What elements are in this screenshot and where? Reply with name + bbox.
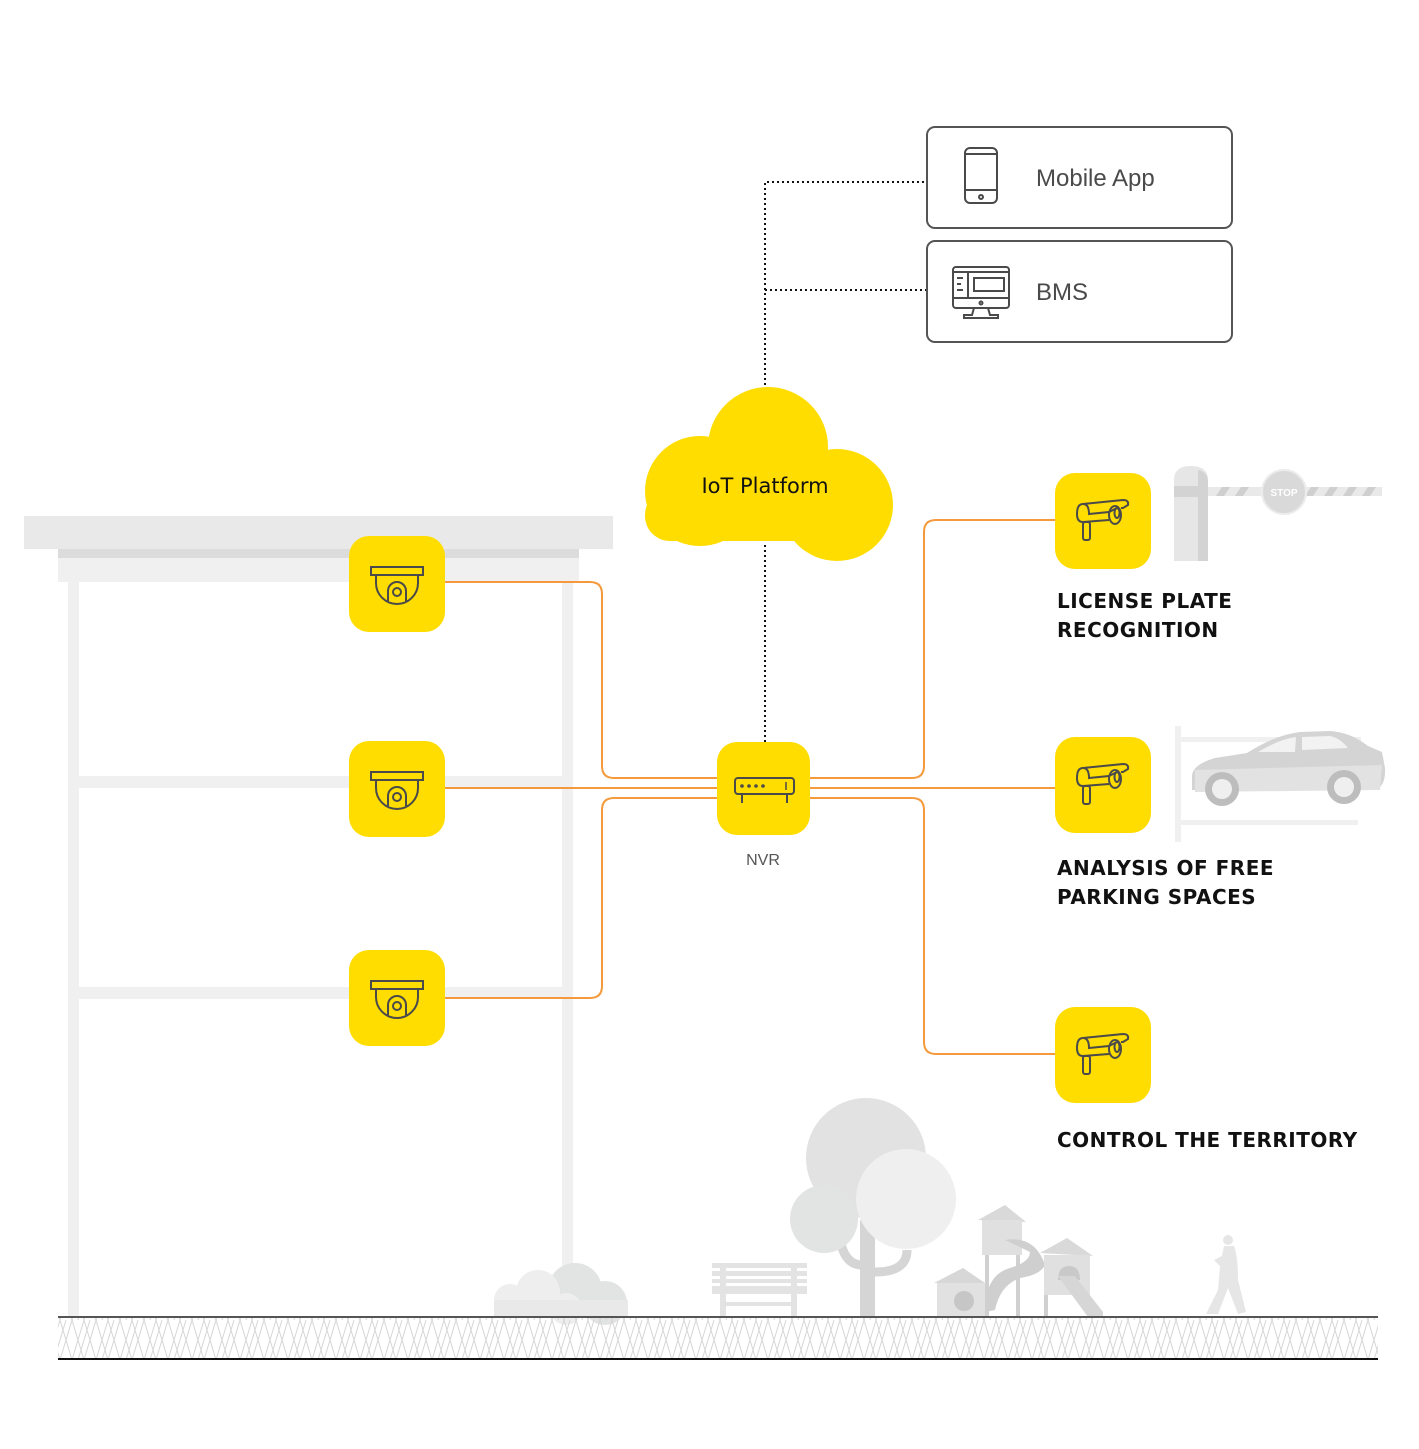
nvr-recorder-icon: [734, 777, 795, 803]
feature-parking-spaces[interactable]: ANALYSIS OF FREE PARKING SPACES: [1055, 737, 1274, 909]
pedestrian-illustration: [1206, 1235, 1246, 1314]
iot-platform-cloud[interactable]: IoT Platform: [645, 387, 893, 561]
building-roof: [24, 516, 613, 549]
mobile-app-label: Mobile App: [1036, 165, 1155, 192]
parked-car-illustration: [1175, 726, 1386, 842]
stop-sign-text: STOP: [1270, 488, 1297, 499]
client-mobile-app[interactable]: Mobile App: [926, 126, 1233, 229]
nvr-device[interactable]: NVR: [717, 742, 810, 869]
bush-illustration: [494, 1263, 628, 1325]
mobile-app-box[interactable]: [926, 126, 1233, 229]
cloud-icon: [645, 387, 893, 561]
feature-title: CONTROL THE TERRITORY: [1057, 1128, 1358, 1152]
park-scenery: [494, 1098, 1246, 1325]
wire-camera-3: [445, 797, 717, 999]
iot-platform-label: IoT Platform: [701, 474, 828, 498]
monitor-icon: [952, 266, 1010, 319]
feature-title-line1: ANALYSIS OF FREE: [1057, 856, 1274, 880]
feature-title-line1: LICENSE PLATE: [1057, 589, 1232, 613]
orange-wires: [445, 519, 1056, 1055]
dome-camera-2[interactable]: [349, 741, 445, 837]
client-bms[interactable]: BMS: [926, 240, 1233, 343]
feature-license-plate[interactable]: LICENSE PLATE RECOGNITION: [1055, 473, 1232, 642]
building-roof-shadow: [58, 549, 579, 558]
bms-label: BMS: [1036, 279, 1088, 306]
dome-camera-1[interactable]: [349, 536, 445, 632]
bench-illustration: [712, 1263, 807, 1317]
tree-illustration: [790, 1098, 956, 1317]
wire-territory-camera: [810, 797, 1056, 1055]
link-cloud-mobile: [764, 181, 926, 390]
building-beam: [58, 558, 579, 582]
dome-camera-3[interactable]: [349, 950, 445, 1046]
ground-texture: [58, 1318, 1378, 1359]
wire-camera-1: [445, 581, 717, 779]
feature-title-line2: PARKING SPACES: [1057, 885, 1256, 909]
parking-building: [24, 516, 613, 1317]
building-floor-2: [79, 776, 562, 788]
ground: [58, 1316, 1378, 1360]
nvr-label: NVR: [746, 852, 780, 869]
building-column-left: [68, 582, 79, 1317]
wire-lpr-camera: [810, 519, 1056, 779]
feature-title-line2: RECOGNITION: [1057, 618, 1219, 642]
feature-control-territory[interactable]: CONTROL THE TERRITORY: [1055, 1007, 1358, 1152]
playground-illustration: [934, 1205, 1103, 1317]
building-column-right: [562, 582, 573, 1317]
smartphone-icon: [964, 147, 998, 204]
barrier-gate-illustration: STOP: [1174, 466, 1382, 561]
dotted-links: [764, 181, 926, 742]
